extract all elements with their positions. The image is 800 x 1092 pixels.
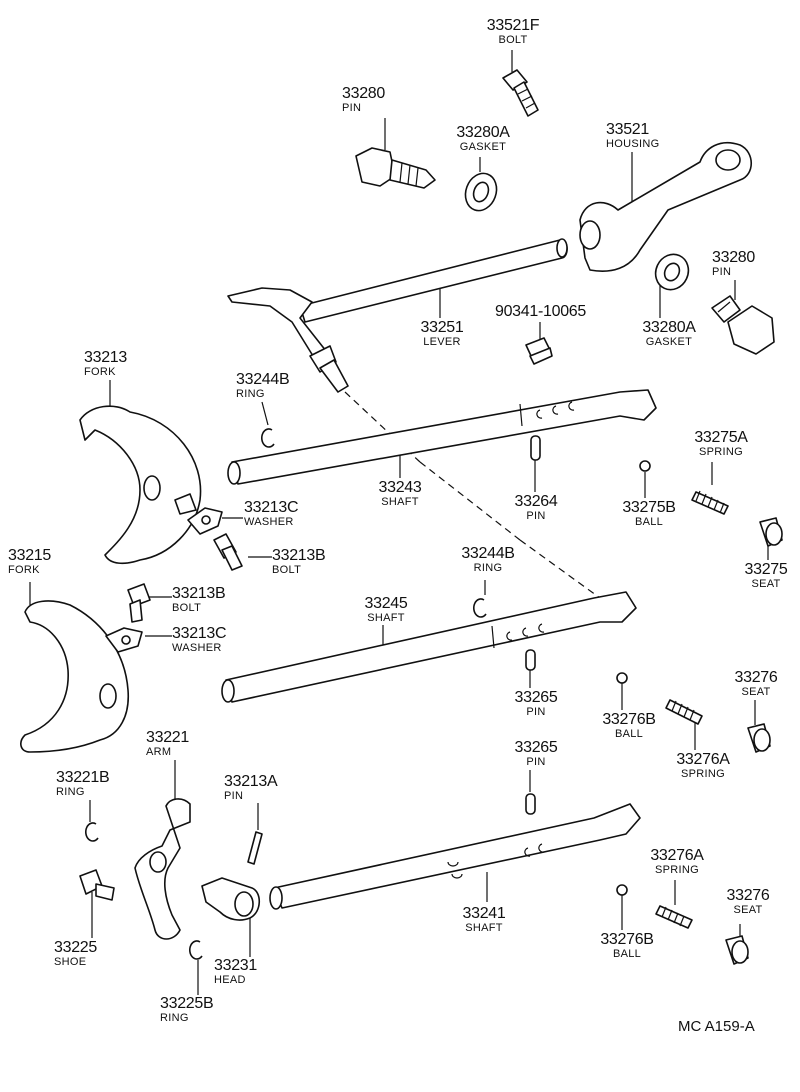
spring-33275A-icon <box>691 490 729 515</box>
fork-33215-icon <box>20 600 130 753</box>
bolt-33213B-mid-icon <box>127 583 151 623</box>
gasket-33280A-top-icon <box>464 172 498 212</box>
housing-33521-icon <box>579 141 753 272</box>
seat-33275-icon <box>759 517 783 547</box>
gasket-33280A-right-icon <box>654 253 690 291</box>
head-33231-icon <box>201 877 261 921</box>
plug-90341-icon <box>525 337 553 365</box>
bolt-33213B-top-icon <box>213 533 243 571</box>
pin-33280-right-icon <box>711 295 775 355</box>
spring-33276A-top-icon <box>665 699 703 725</box>
ring-33221B-icon <box>84 822 99 842</box>
pin-33265-bottom-icon <box>525 793 536 815</box>
seat-33276-bottom-icon <box>725 935 749 965</box>
diagram-reference-code: MC A159-A <box>678 1018 755 1035</box>
shoe-33225-icon <box>79 869 115 901</box>
bolt-33521F-icon <box>502 69 539 117</box>
shaft-33245-icon <box>221 591 637 703</box>
ball-33276B-bottom-icon <box>616 884 628 896</box>
ring-33244B-mid-icon <box>472 598 487 618</box>
ring-33225B-icon <box>188 940 203 960</box>
fork-33213-icon <box>79 405 202 565</box>
washer-33213C-top-icon <box>187 507 223 535</box>
shaft-33241-icon <box>269 803 641 910</box>
arm-33221-icon <box>134 798 191 940</box>
ball-33276B-top-icon <box>616 672 628 684</box>
washer-33213C-mid-icon <box>105 627 143 653</box>
pin-33213A-icon <box>247 831 263 865</box>
pin-33264-icon <box>530 435 541 461</box>
ball-33275B-icon <box>639 460 651 472</box>
lever-33251-icon <box>227 238 568 393</box>
pin-33280-top-icon <box>355 147 436 189</box>
shaft-33243-icon <box>227 389 657 485</box>
ring-33244B-top-icon <box>260 428 275 448</box>
seat-33276-top-icon <box>747 723 771 753</box>
spring-33276A-bottom-icon <box>655 905 693 929</box>
label-90341-10065: 90341-10065 <box>494 303 586 320</box>
pin-33265-top-icon <box>525 649 536 671</box>
